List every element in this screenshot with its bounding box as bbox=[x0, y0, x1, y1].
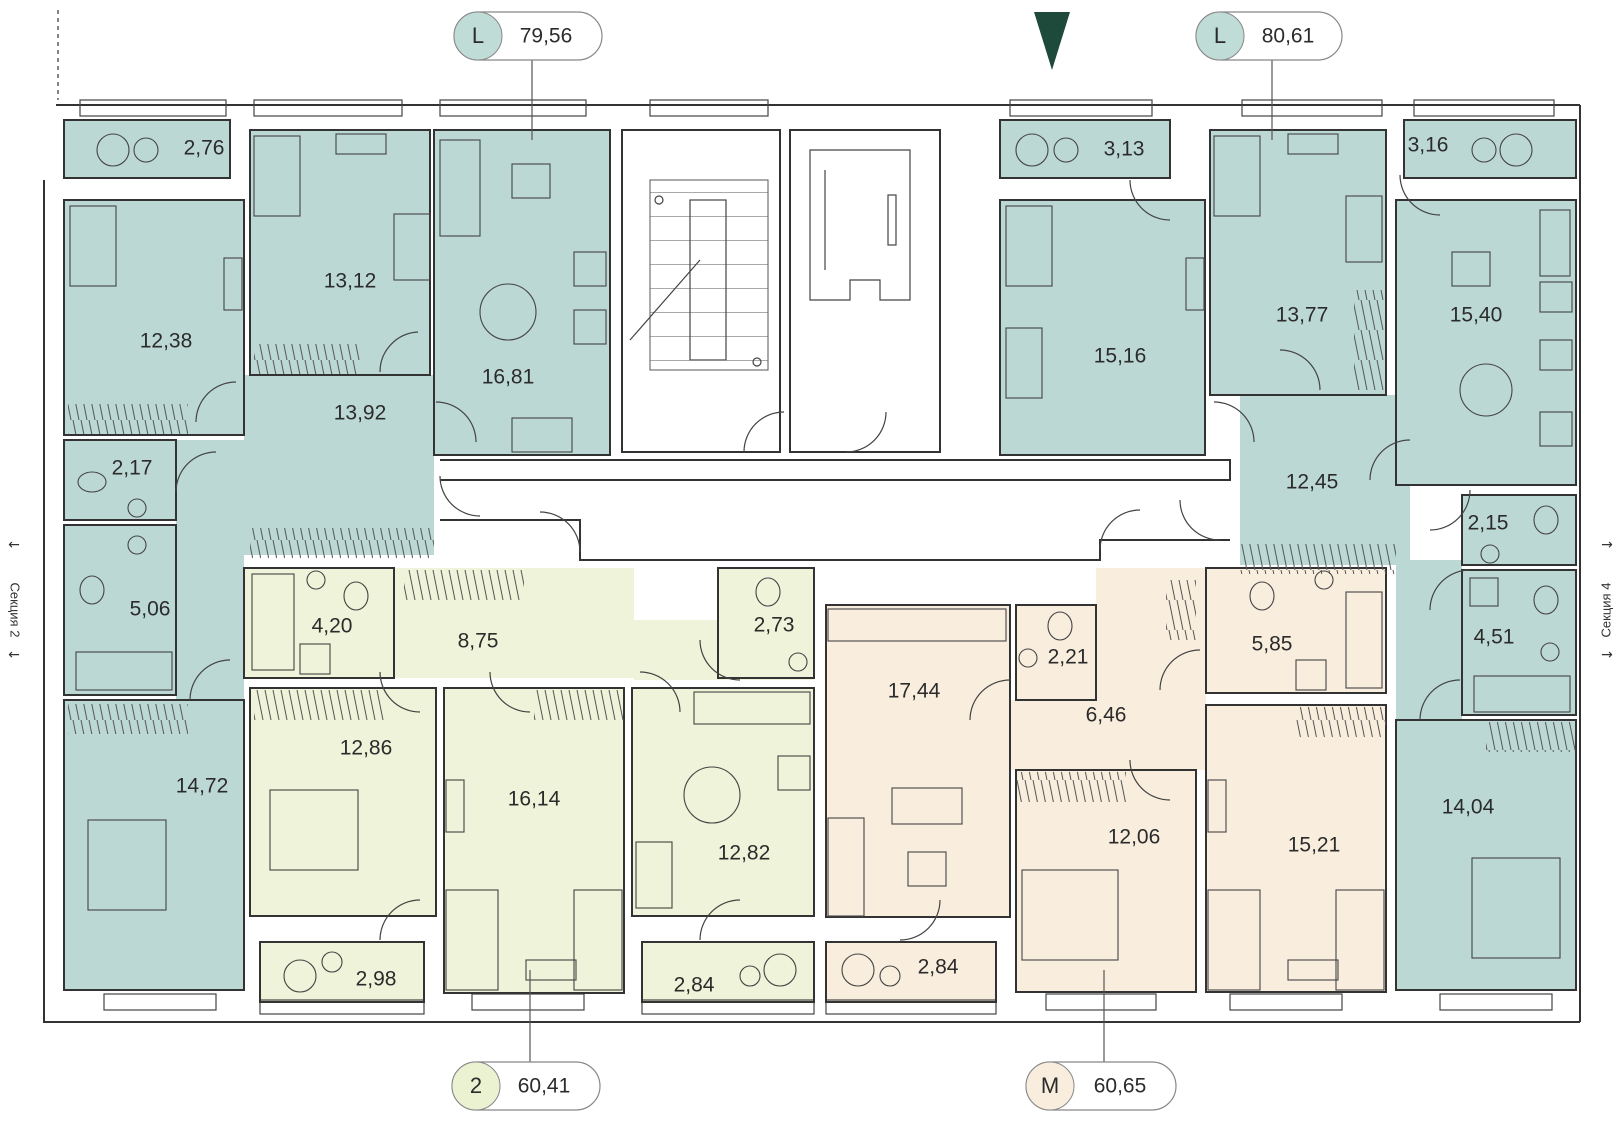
room-area-label: 4,20 bbox=[312, 615, 353, 638]
apartment-badge[interactable]: M 60,65 bbox=[1025, 970, 1177, 1111]
badge-code: L bbox=[472, 23, 484, 48]
room-area-label: 2,76 bbox=[184, 137, 225, 160]
bathtub-icon bbox=[75, 573, 1571, 713]
apartment-badge[interactable]: L 79,56 bbox=[453, 11, 603, 140]
stove-icon bbox=[511, 251, 1573, 791]
sofa-icon bbox=[393, 139, 1571, 917]
room-area-label: 3,13 bbox=[1104, 138, 1145, 161]
room-area-label: 2,84 bbox=[918, 956, 959, 979]
room-area-label: 5,06 bbox=[130, 598, 171, 621]
badge-area: 60,65 bbox=[1094, 1075, 1147, 1098]
badge-area: 79,56 bbox=[520, 25, 573, 48]
staircase-icon bbox=[621, 129, 781, 453]
room-area-label: 2,15 bbox=[1468, 512, 1509, 535]
room-area-label: 12,86 bbox=[340, 737, 393, 760]
badge-code-circle bbox=[1025, 1061, 1075, 1111]
room-area-label: 16,81 bbox=[482, 366, 535, 389]
room-area-label: 5,85 bbox=[1252, 633, 1293, 656]
badge-code-circle bbox=[451, 1061, 501, 1111]
room-labels: 2,76 12,38 13,12 16,81 13,92 2,17 5,06 1… bbox=[112, 134, 1515, 997]
room-area-label: 12,06 bbox=[1108, 826, 1161, 849]
room-area-label: 2,98 bbox=[356, 968, 397, 991]
room-area-label: 16,14 bbox=[508, 788, 561, 811]
balcony-furniture-icon bbox=[96, 133, 1533, 993]
badge-code: L bbox=[1214, 23, 1226, 48]
room-area-label: 17,44 bbox=[888, 680, 941, 703]
room-area-label: 2,73 bbox=[754, 614, 795, 637]
room-area-label: 15,40 bbox=[1450, 304, 1503, 327]
washer-icon bbox=[299, 577, 1499, 691]
arrow-left-icon: ← bbox=[8, 537, 20, 553]
badge-area: 80,61 bbox=[1262, 25, 1315, 48]
arrow-right-icon: → bbox=[1601, 537, 1613, 553]
section-4-link[interactable]: → Секция 4 → bbox=[1598, 537, 1613, 663]
walls bbox=[43, 10, 1581, 1023]
room-area-label: 6,46 bbox=[1086, 704, 1127, 727]
room-area-label: 13,12 bbox=[324, 270, 377, 293]
room-area-label: 14,04 bbox=[1442, 796, 1495, 819]
badge-code: 2 bbox=[470, 1073, 482, 1098]
room-area-label: 12,45 bbox=[1286, 471, 1339, 494]
room-area-label: 2,84 bbox=[674, 974, 715, 997]
room-area-label: 13,77 bbox=[1276, 304, 1329, 327]
arrow-left-icon: ← bbox=[8, 647, 20, 663]
desk-icon bbox=[223, 133, 1491, 981]
entrance-triangle-icon bbox=[1034, 12, 1070, 70]
apartment-m-area bbox=[826, 568, 1386, 1002]
room-area-label: 2,21 bbox=[1048, 646, 1089, 669]
apartment-badge[interactable]: L 80,61 bbox=[1195, 11, 1343, 140]
bed-icon bbox=[69, 135, 1561, 991]
apartment-l-left-area bbox=[64, 120, 610, 990]
room-area-label: 3,16 bbox=[1408, 134, 1449, 157]
elevator-icon bbox=[789, 129, 941, 453]
arrow-right-icon: → bbox=[1601, 647, 1613, 663]
section-4-label: Секция 4 bbox=[1598, 583, 1613, 638]
room-area-label: 15,16 bbox=[1094, 345, 1147, 368]
section-2-link[interactable]: ← Секция 2 ← bbox=[8, 537, 23, 663]
dining-table-icon bbox=[479, 283, 1513, 824]
room-area-label: 13,92 bbox=[334, 402, 387, 425]
room-area-label: 2,17 bbox=[112, 457, 153, 480]
room-area-label: 8,75 bbox=[458, 630, 499, 653]
room-area-label: 12,82 bbox=[718, 842, 771, 865]
sink-icon bbox=[127, 498, 1560, 672]
room-area-label: 14,72 bbox=[176, 775, 229, 798]
apartment-badge[interactable]: 2 60,41 bbox=[451, 970, 601, 1111]
toilet-icon bbox=[77, 471, 1559, 641]
room-area-label: 12,38 bbox=[140, 330, 193, 353]
badge-code-circle bbox=[453, 11, 503, 61]
section-2-label: Секция 2 bbox=[8, 583, 23, 638]
badge-code: M bbox=[1041, 1073, 1059, 1098]
room-area-label: 15,21 bbox=[1288, 834, 1341, 857]
badge-area: 60,41 bbox=[518, 1075, 571, 1098]
wardrobe-hatch-icon bbox=[68, 290, 1576, 802]
room-area-label: 4,51 bbox=[1474, 626, 1515, 649]
badge-code-circle bbox=[1195, 11, 1245, 61]
